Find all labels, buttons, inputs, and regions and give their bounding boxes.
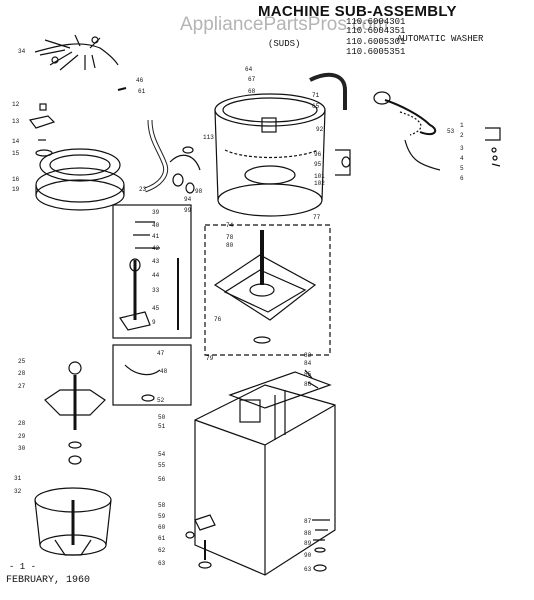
product-name: AUTOMATIC WASHER [397,34,484,44]
callout-41: 41 [152,233,160,240]
callout-67: 67 [248,76,256,83]
callout-51: 51 [158,423,166,430]
callout-68: 68 [248,88,256,95]
model-number-1: 110.6004301 [346,17,406,27]
callout-64: 64 [245,66,253,73]
callout-88: 88 [304,530,312,537]
callout-44: 44 [152,272,160,279]
callout-31: 31 [14,475,22,482]
callout-5: 5 [460,165,464,172]
callout-53: 53 [447,128,455,135]
callout-85: 85 [304,371,312,378]
callout-46: 46 [136,77,144,84]
callout-83: 83 [304,352,312,359]
callout-12: 12 [12,101,20,108]
page-number: - 1 - [9,562,37,572]
callout-94: 94 [184,196,192,203]
revision-date: FEBRUARY, 1960 [6,575,91,586]
callout-45: 45 [152,305,160,312]
callout-4: 4 [460,155,464,162]
callout-43: 43 [152,258,160,265]
callout-87: 87 [304,518,312,525]
callout-6: 6 [460,175,464,182]
callout-33: 33 [152,287,160,294]
callout-101: 101 [314,173,325,180]
callout-77: 77 [313,214,321,221]
tub-ring [35,148,125,211]
callout-34: 34 [18,48,26,55]
wiring-harness [34,34,127,91]
callout-59: 59 [158,513,166,520]
callout-76: 76 [214,316,222,323]
callout-47: 47 [157,350,165,357]
wash-basket [34,487,112,556]
water-pump [373,91,501,171]
callout-80: 80 [226,242,234,249]
agitator [44,361,106,465]
suds-label: (SUDS) [268,39,301,49]
callout-50: 50 [158,414,166,421]
callout-98: 98 [195,188,203,195]
callout-30: 30 [18,445,26,452]
transmission-box [204,224,331,356]
callout-29: 29 [18,433,26,440]
callout-90: 90 [304,552,312,559]
callout-16: 16 [12,176,20,183]
callout-96: 96 [314,151,322,158]
callout-60: 60 [158,524,166,531]
callout-13: 13 [12,118,20,125]
callout-3: 3 [460,145,464,152]
callout-1: 1 [460,122,464,129]
callout-86: 86 [304,381,312,388]
callout-84: 84 [304,360,312,367]
callout-56: 56 [158,476,166,483]
callout-92: 92 [316,126,324,133]
callout-63-b: 63 [304,566,312,573]
callout-61-b: 61 [158,535,166,542]
watermark: AppliancePartsPros.com [180,14,389,35]
callout-39: 39 [152,209,160,216]
callout-28-a: 28 [18,370,26,377]
callout-48: 48 [160,368,168,375]
callout-15: 15 [12,150,20,157]
callout-28-b: 28 [18,420,26,427]
callout-25: 25 [18,358,26,365]
callout-23: 23 [139,186,147,193]
callout-102: 102 [314,180,325,187]
callout-78: 78 [226,234,234,241]
callout-42: 42 [152,245,160,252]
callout-52: 52 [157,397,165,404]
page-title: MACHINE SUB-ASSEMBLY [258,3,457,20]
callout-19: 19 [12,186,20,193]
callout-32: 32 [14,488,22,495]
callout-89: 89 [304,540,312,547]
callout-40: 40 [152,222,160,229]
callout-58: 58 [158,502,166,509]
callout-54: 54 [158,451,166,458]
callout-61: 61 [138,88,146,95]
callout-9: 9 [152,319,156,326]
callout-55: 55 [158,462,166,469]
model-number-3: 110.6005301 [346,37,406,47]
callout-63-a: 63 [158,560,166,567]
outer-tub [214,93,326,217]
callout-113: 113 [203,134,214,141]
parts-box-left [112,204,192,339]
callout-27: 27 [18,383,26,390]
callout-65: 65 [312,103,320,110]
parts-box-lower [112,344,192,406]
model-number-4: 110.6005351 [346,47,406,57]
callout-14: 14 [12,138,20,145]
callout-95: 95 [314,161,322,168]
model-number-2: 110.6004351 [346,26,406,36]
callout-79: 79 [206,355,214,362]
cabinet [194,371,336,576]
callout-2: 2 [460,132,464,139]
callout-74: 74 [226,222,234,229]
callout-99: 99 [184,207,192,214]
callout-62: 62 [158,547,166,554]
callout-71: 71 [312,92,320,99]
